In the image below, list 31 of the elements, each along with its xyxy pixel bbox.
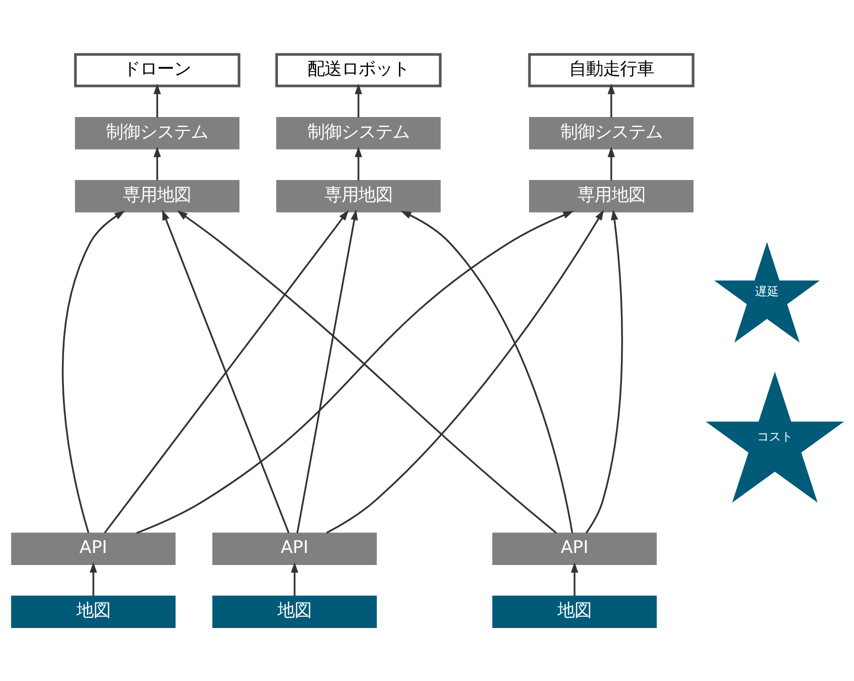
arrow xyxy=(326,209,604,534)
arrow xyxy=(570,562,578,596)
node-box: 専用地図 xyxy=(529,180,694,212)
node-box: 専用地図 xyxy=(276,180,441,212)
arrow xyxy=(62,210,126,533)
node-box: 地図 xyxy=(11,595,176,628)
node-box: 制御システム xyxy=(276,116,441,149)
arrow xyxy=(154,146,161,180)
node-box: 地図 xyxy=(492,595,657,628)
node-box: 制御システム xyxy=(74,116,240,149)
arrow xyxy=(608,83,615,117)
node-box: ドローン xyxy=(74,52,240,87)
node-box: 配送ロボット xyxy=(275,52,442,87)
arrow xyxy=(354,146,362,180)
arrow xyxy=(354,83,362,117)
arrow xyxy=(586,208,623,533)
arrow xyxy=(290,562,298,596)
node-box: 地図 xyxy=(212,595,377,628)
node-box: 専用地図 xyxy=(74,180,240,212)
arrow xyxy=(400,210,574,533)
arrow xyxy=(296,209,358,533)
node-box: API xyxy=(212,532,377,564)
node-box: 制御システム xyxy=(529,116,694,149)
arrow xyxy=(90,562,98,596)
arrow xyxy=(608,146,615,180)
node-box: 自動走行車 xyxy=(528,52,694,87)
node-box: API xyxy=(11,532,176,564)
arrow xyxy=(162,209,290,533)
node-box: API xyxy=(492,532,657,564)
arrow xyxy=(154,83,161,117)
arrow xyxy=(104,210,349,533)
